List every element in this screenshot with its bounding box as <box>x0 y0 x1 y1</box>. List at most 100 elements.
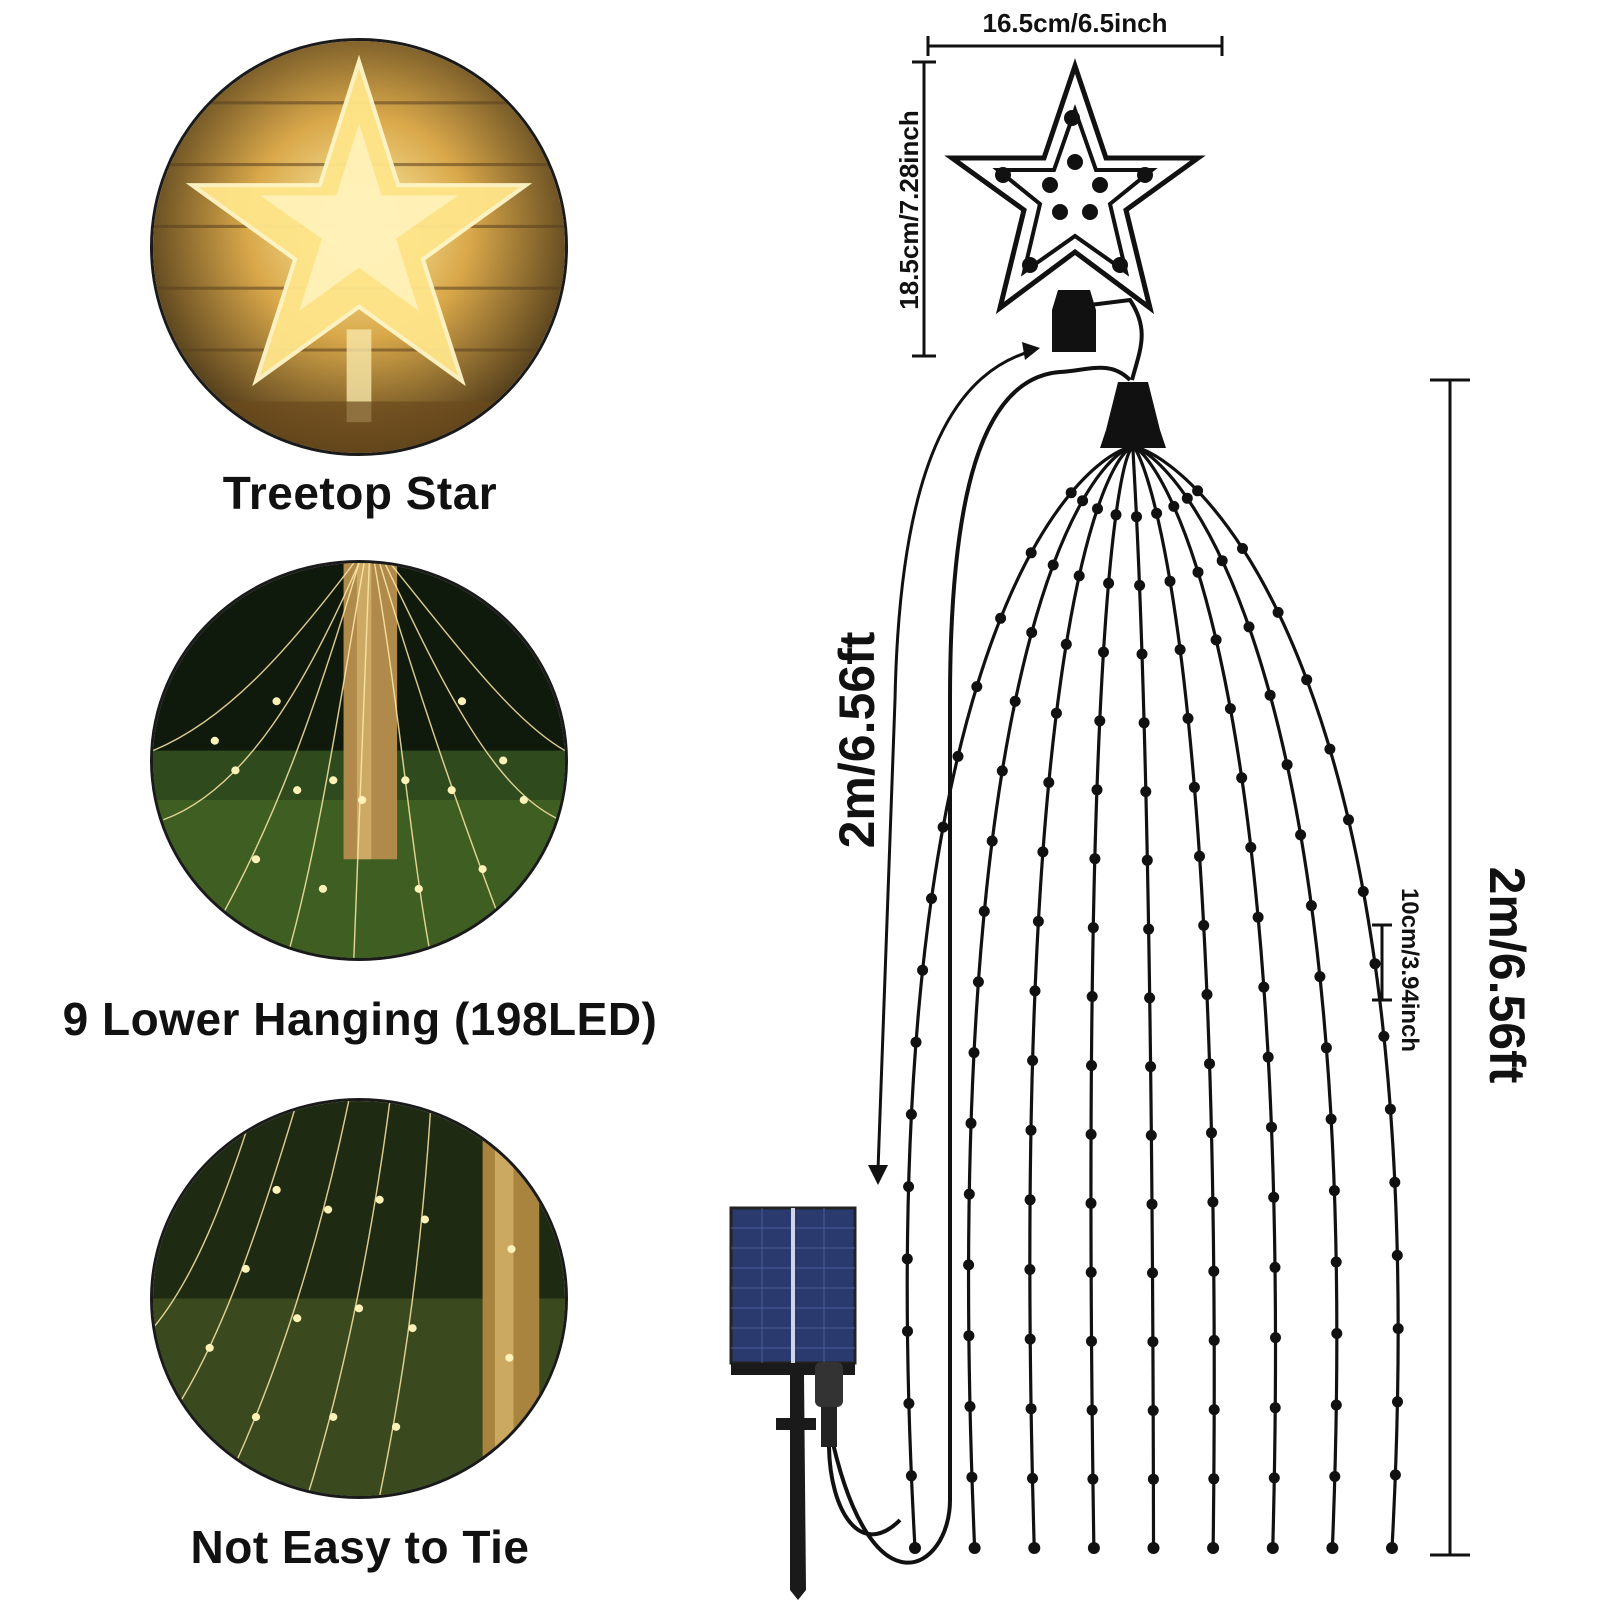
led-bead <box>1077 495 1089 507</box>
led-bead <box>1266 1121 1277 1133</box>
led-bead <box>1073 570 1085 582</box>
led-bead <box>901 1253 913 1265</box>
led-bead <box>1192 566 1204 578</box>
strand-3 <box>1028 446 1131 1549</box>
led-bead <box>1085 1266 1097 1278</box>
led-bead <box>1092 503 1103 515</box>
led-bead <box>1032 915 1044 927</box>
led-bead <box>1087 1473 1099 1485</box>
led-bead <box>1131 511 1142 523</box>
lower-hanging-caption: 9 Lower Hanging (198LED) <box>62 993 658 1045</box>
led-bead <box>966 1471 978 1483</box>
led-bead <box>1268 1472 1280 1484</box>
led-bead <box>1098 646 1109 658</box>
led-bead <box>1143 923 1155 935</box>
led-bead <box>1181 492 1193 504</box>
led-bead <box>1145 1129 1157 1141</box>
led-bead <box>1110 509 1122 521</box>
led-bead <box>963 1259 975 1271</box>
led-bead <box>1027 1055 1039 1066</box>
led-bead <box>1174 644 1186 656</box>
led-bead <box>1208 1265 1220 1277</box>
led-bead <box>996 765 1008 777</box>
led-bead <box>926 893 937 904</box>
led-bead <box>1024 1333 1036 1345</box>
led-bead <box>1144 992 1156 1004</box>
led-bead <box>1389 1469 1401 1481</box>
led-bead <box>1024 1264 1036 1275</box>
led-bead <box>1384 1103 1396 1115</box>
led-bead <box>1140 786 1152 798</box>
led-bead <box>963 1330 975 1342</box>
led-bead <box>1208 1404 1220 1416</box>
led-bead <box>1204 1058 1215 1070</box>
led-bead <box>1369 958 1381 970</box>
hub <box>1100 382 1166 448</box>
led-bead <box>1141 854 1153 866</box>
led-bead <box>1270 1332 1281 1344</box>
led-bead <box>1029 985 1041 997</box>
led-bead <box>1389 1176 1401 1188</box>
led-bead <box>1272 606 1284 618</box>
led-bead <box>1147 1267 1158 1279</box>
led-bead <box>1047 559 1059 571</box>
led-bead <box>1320 1042 1332 1054</box>
led-bead <box>1087 922 1099 934</box>
led-bead <box>952 750 964 762</box>
led-bead <box>1145 1061 1157 1073</box>
led-bead <box>1258 981 1270 993</box>
led-bead <box>1089 853 1101 865</box>
led-bead <box>1025 1403 1037 1415</box>
led-bead <box>1043 777 1055 788</box>
led-bead <box>1326 1542 1339 1554</box>
led-bead <box>1136 648 1148 660</box>
strand-1 <box>905 446 1128 1549</box>
led-bead <box>1357 886 1369 897</box>
led-bead <box>917 964 929 976</box>
led-bead <box>1206 1127 1217 1139</box>
cable-length-arrow <box>876 348 1036 1171</box>
led-bead <box>978 905 990 917</box>
led-bead <box>1094 715 1106 727</box>
led-bead <box>1060 638 1072 650</box>
led-bead <box>1028 1542 1041 1554</box>
led-bead <box>905 1470 917 1482</box>
led-bead <box>1146 1198 1158 1210</box>
led-bead <box>1269 1402 1281 1414</box>
led-bead <box>1281 759 1293 771</box>
led-bead <box>1330 1399 1342 1411</box>
led-bead <box>903 1398 915 1409</box>
led-bead <box>1168 500 1180 512</box>
star-topper-outline <box>944 58 1206 352</box>
star-height-label: 18.5cm/7.28inch <box>894 110 924 309</box>
led-bead <box>1295 829 1307 841</box>
led-bead <box>1252 911 1264 923</box>
led-bead <box>903 1181 915 1193</box>
strand-9 <box>1138 446 1400 1549</box>
strand-8 <box>1136 446 1339 1549</box>
led-bead <box>1207 1196 1219 1208</box>
led-bead <box>937 821 949 833</box>
led-bead <box>1026 627 1038 638</box>
led-bead <box>1198 919 1210 931</box>
led-bead <box>1268 1191 1280 1203</box>
led-bead <box>1182 712 1194 724</box>
led-bead <box>1147 1336 1159 1348</box>
led-bead <box>1050 707 1062 719</box>
led-bead <box>1208 1334 1220 1346</box>
led-bead <box>1245 841 1257 853</box>
led-bead <box>1103 577 1115 589</box>
ground-stake <box>776 1362 902 1600</box>
star-width-label: 16.5cm/6.5inch <box>983 8 1168 38</box>
led-bead <box>1138 717 1150 729</box>
led-bead <box>1201 989 1213 1000</box>
led-bead <box>909 1542 921 1554</box>
solar-panel <box>729 1206 857 1375</box>
led-bead <box>1024 1194 1036 1206</box>
led-bead <box>902 1325 913 1337</box>
led-bead <box>1330 1256 1342 1268</box>
led-bead <box>1151 507 1163 519</box>
led-bead <box>1065 487 1077 499</box>
led-bead <box>1207 1542 1220 1554</box>
led-bead <box>1194 850 1205 862</box>
